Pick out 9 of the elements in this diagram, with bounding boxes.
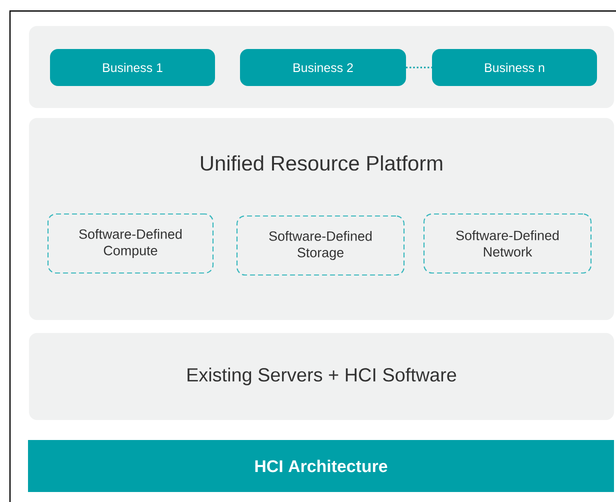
resource-box: Software-Defined Compute	[47, 213, 214, 274]
resource-box: Software-Defined Storage	[236, 215, 405, 276]
layer-band: Existing Servers + HCI Software	[29, 333, 614, 420]
resource-box: Software-Defined Network	[423, 213, 592, 274]
connector	[406, 66, 432, 68]
business-box: Business 1	[50, 49, 215, 86]
architecture-bar: HCI Architecture	[28, 440, 614, 492]
business-box: Business n	[432, 49, 597, 86]
business-box: Business 2	[240, 49, 406, 86]
